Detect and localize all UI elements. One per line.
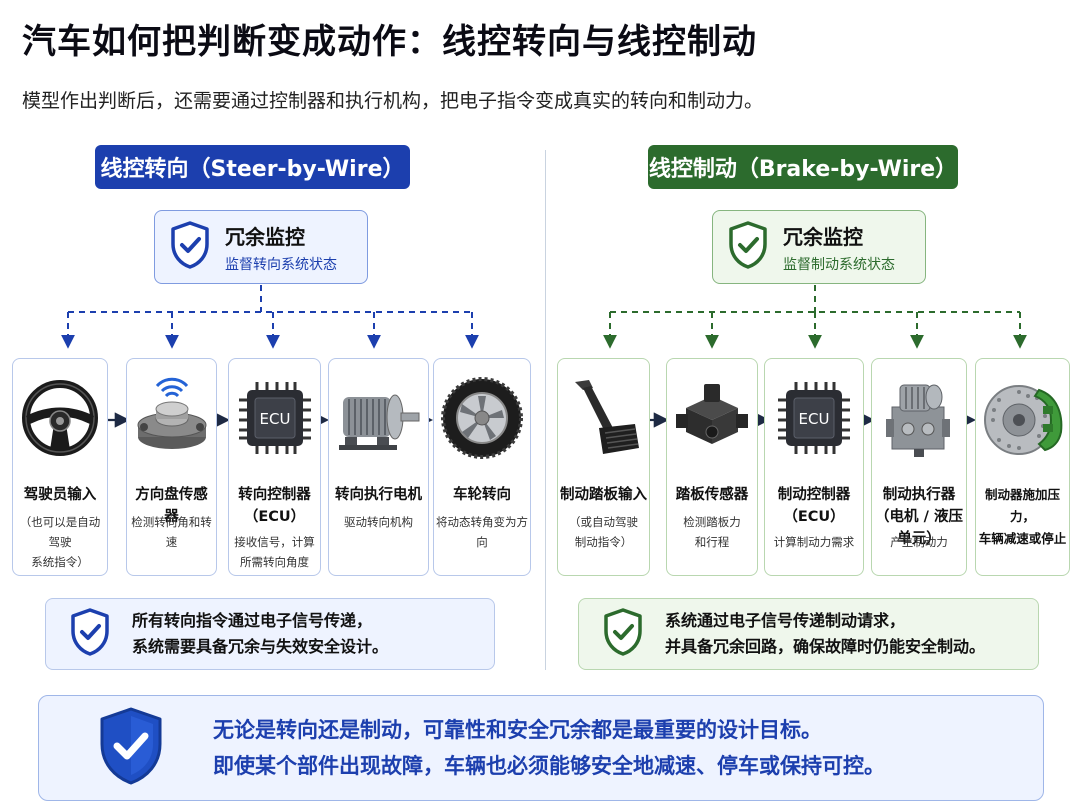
wheel-icon xyxy=(434,375,530,461)
brake-step-disc: 制动器施加压力， 车辆减速或停止 xyxy=(975,358,1070,576)
card-desc: （也可以是自动驾驶 系统指令） xyxy=(19,515,101,569)
shield-check-icon xyxy=(68,607,112,661)
brake-disc-icon xyxy=(976,375,1069,461)
card-desc: 计算制动力需求 xyxy=(773,535,855,549)
steering-wheel-icon xyxy=(13,375,107,461)
steer-step-motor: 转向执行电机 驱动转向机构 xyxy=(328,358,429,576)
steer-by-wire-heading: 线控转向（Steer-by-Wire） xyxy=(95,145,410,189)
ecu-chip-icon: ECU xyxy=(765,375,863,461)
brake-pedal-icon xyxy=(558,375,649,461)
pedal-sensor-icon xyxy=(667,375,757,461)
card-title: 方向盘传感器 xyxy=(135,487,208,525)
card-title: 踏板传感器 xyxy=(675,487,749,503)
monitor-title: 冗余监控 xyxy=(783,224,863,249)
card-title: 制动踏板输入 xyxy=(560,487,647,503)
shield-check-icon xyxy=(97,706,165,790)
footer-summary: 无论是转向还是制动，可靠性和安全冗余都是最重要的设计目标。 即使某个部件出现故障… xyxy=(38,695,1044,801)
monitor-subtitle: 监督转向系统状态 xyxy=(225,256,337,273)
steer-step-wheel-sensor: 方向盘传感器 检测转向角和转速 xyxy=(126,358,217,576)
footer-text: 无论是转向还是制动，可靠性和安全冗余都是最重要的设计目标。 即使某个部件出现故障… xyxy=(213,718,885,778)
steer-step-ecu: ECU 转向控制器 （ECU） 接收信号，计算 所需转向角度 xyxy=(228,358,321,576)
steer-monitor-links xyxy=(61,285,479,349)
card-desc: 驱动转向机构 xyxy=(344,515,413,529)
note-text: 系统通过电子信号传递制动请求， 并具备冗余回路，确保故障时仍能安全制动。 xyxy=(665,611,986,656)
shield-check-icon xyxy=(727,220,769,274)
shield-check-icon xyxy=(601,607,645,661)
brake-step-actuator: 制动执行器 （电机 / 液压单元） 产生制动力 xyxy=(871,358,967,576)
steer-safety-note: 所有转向指令通过电子信号传递， 系统需要具备冗余与失效安全设计。 xyxy=(45,598,495,670)
card-desc: 产生制动力 xyxy=(890,535,948,549)
steer-redundancy-monitor: 冗余监控 监督转向系统状态 xyxy=(154,210,368,284)
brake-step-ecu: ECU 制动控制器 （ECU） 计算制动力需求 xyxy=(764,358,864,576)
card-title: 制动器施加压力， 车辆减速或停止 xyxy=(978,487,1067,546)
card-desc: 将动态转角变为方向 xyxy=(436,515,528,549)
page-subtitle: 模型作出判断后，还需要通过控制器和执行机构，把电子指令变成真实的转向和制动力。 xyxy=(22,90,764,112)
card-title: 转向控制器 （ECU） xyxy=(238,487,311,525)
brake-safety-note: 系统通过电子信号传递制动请求， 并具备冗余回路，确保故障时仍能安全制动。 xyxy=(578,598,1039,670)
steer-step-driver-input: 驾驶员输入 （也可以是自动驾驶 系统指令） xyxy=(12,358,108,576)
card-title: 驾驶员输入 xyxy=(23,487,97,503)
ecu-chip-label: ECU xyxy=(259,410,290,428)
section-divider xyxy=(545,150,546,670)
card-desc: 接收信号，计算 所需转向角度 xyxy=(234,535,315,569)
brake-step-pedal-sensor: 踏板传感器 检测踏板力 和行程 xyxy=(666,358,758,576)
ecu-chip-label: ECU xyxy=(799,410,830,428)
card-title: 制动执行器 （电机 / 液压单元） xyxy=(875,487,963,547)
brake-step-pedal-input: 制动踏板输入 （或自动驾驶 制动指令） xyxy=(557,358,650,576)
steer-step-wheel: 车轮转向 将动态转角变为方向 xyxy=(433,358,531,576)
electric-motor-icon xyxy=(329,375,428,461)
card-desc: 检测踏板力 和行程 xyxy=(683,515,741,549)
brake-monitor-links xyxy=(603,285,1027,349)
card-title: 车轮转向 xyxy=(453,487,511,503)
page-title: 汽车如何把判断变成动作：线控转向与线控制动 xyxy=(22,22,757,62)
brake-actuator-icon xyxy=(872,375,966,461)
monitor-title: 冗余监控 xyxy=(225,224,305,249)
note-text: 所有转向指令通过电子信号传递， 系统需要具备冗余与失效安全设计。 xyxy=(132,611,389,656)
ecu-chip-icon: ECU xyxy=(229,375,320,461)
card-desc: 检测转向角和转速 xyxy=(131,515,212,549)
monitor-subtitle: 监督制动系统状态 xyxy=(783,256,895,273)
shield-check-icon xyxy=(169,220,211,274)
card-title: 制动控制器 （ECU） xyxy=(777,487,851,525)
brake-redundancy-monitor: 冗余监控 监督制动系统状态 xyxy=(712,210,926,284)
card-title: 转向执行电机 xyxy=(335,487,422,503)
brake-by-wire-heading: 线控制动（Brake-by-Wire） xyxy=(648,145,958,189)
steering-sensor-icon xyxy=(127,375,216,461)
card-desc: （或自动驾驶 制动指令） xyxy=(569,515,638,549)
